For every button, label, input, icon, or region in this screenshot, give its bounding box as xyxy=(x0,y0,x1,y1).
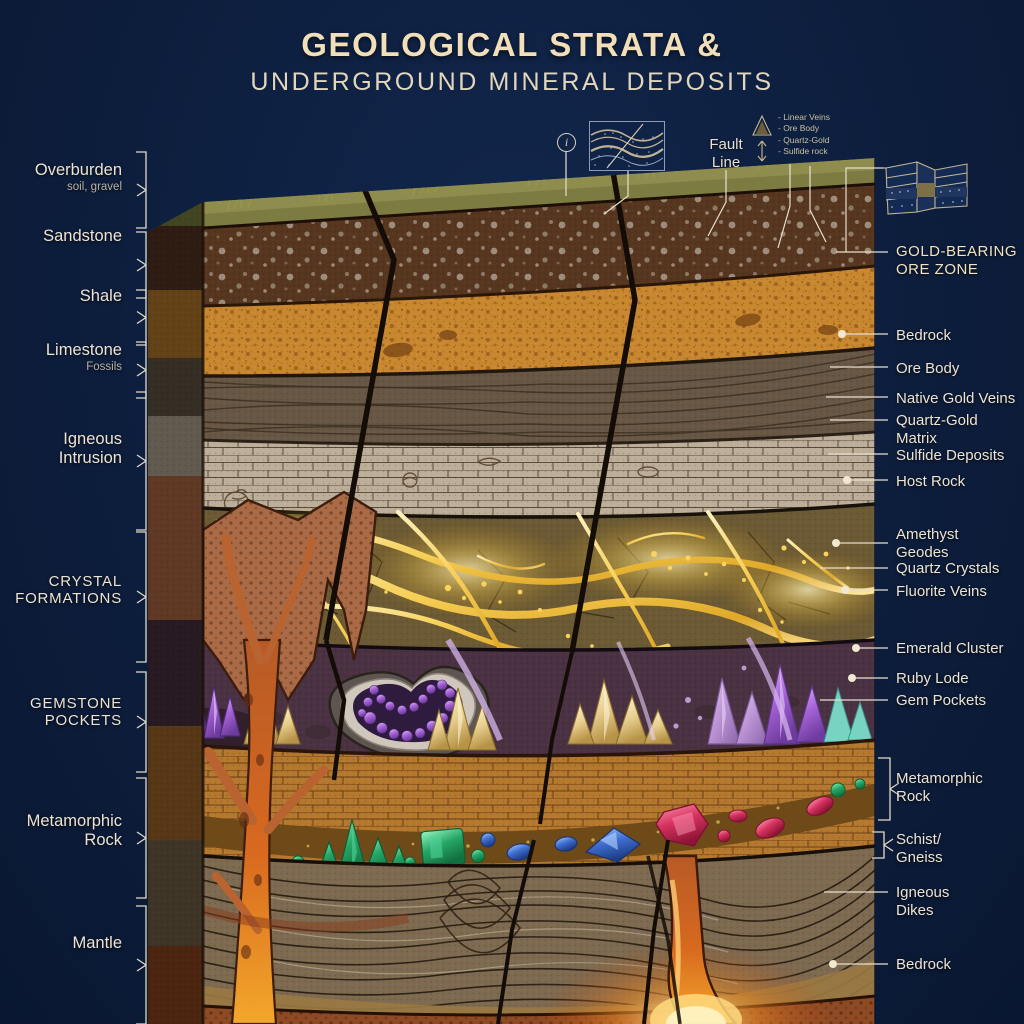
sapphire-gems xyxy=(480,827,642,863)
strata-bracket xyxy=(136,151,147,229)
strata-label-sub: Fossils xyxy=(86,361,122,374)
strata-label-7: Metamorphic Rock xyxy=(27,812,122,850)
feature-label-13: Metamorphic Rock xyxy=(896,770,983,805)
strata-label-title: Metamorphic Rock xyxy=(26,812,122,850)
ruby-lode xyxy=(655,796,834,847)
feature-label-2: Ore Body xyxy=(896,360,960,377)
feature-label-8: Quartz Crystals xyxy=(896,560,1000,577)
feature-label-5: Sulfide Deposits xyxy=(896,447,1005,464)
feature-label-16: Bedrock xyxy=(896,956,952,973)
strata-bracket xyxy=(136,531,147,663)
folded-strata-inset xyxy=(589,121,665,171)
feature-label-3: Native Gold Veins xyxy=(896,390,1016,407)
strata-label-title: Shale xyxy=(79,287,122,305)
feature-label-11: Ruby Lode xyxy=(896,670,969,687)
legend-glyph-group xyxy=(752,114,772,162)
strata-label-2: Shale xyxy=(80,287,122,306)
legend-item: - Sulfide rock xyxy=(778,146,828,157)
feature-label-14: Schist/ Gneiss xyxy=(896,831,943,866)
strata-bracket xyxy=(136,289,147,346)
feature-label-6: Host Rock xyxy=(896,473,966,490)
legend-item: - Ore Body xyxy=(778,123,820,134)
page-title: GEOLOGICAL STRATA & xyxy=(301,26,723,63)
info-icon[interactable]: i xyxy=(557,133,576,152)
title-block: GEOLOGICAL STRATA & UNDERGROUND MINERAL … xyxy=(0,26,1024,97)
strata-label-4: Igneous Intrusion xyxy=(59,430,122,468)
strata-label-sub: soil, gravel xyxy=(67,181,122,194)
magma-conduit xyxy=(538,854,838,1024)
strata-bracket xyxy=(136,777,147,899)
strata-label-title: Sandstone xyxy=(43,227,122,245)
feature-label-10: Emerald Cluster xyxy=(896,640,1004,657)
strata-bracket xyxy=(136,231,147,299)
feature-label-4: Quartz-Gold Matrix xyxy=(896,412,978,447)
strata-label-1: Sandstone xyxy=(43,227,122,246)
fault-block-inset xyxy=(883,161,968,215)
strata-label-title: CRYSTAL FORMATIONS xyxy=(15,573,122,608)
legend: - Linear Veins - Ore Body - Quartz-Gold … xyxy=(752,112,830,162)
strata-label-title: Igneous Intrusion xyxy=(58,430,122,468)
fault-line-label: Fault Line xyxy=(709,136,743,171)
gold-nuggets xyxy=(266,545,850,648)
geological-block-diagram xyxy=(148,140,875,1024)
feature-label-15: Igneous Dikes xyxy=(896,884,950,919)
feature-label-1: Bedrock xyxy=(896,327,952,344)
legend-item: - Quartz-Gold xyxy=(778,134,830,145)
strata-label-title: Limestone xyxy=(45,341,122,359)
fossil-marks xyxy=(223,457,659,515)
feature-label-0: GOLD-BEARING ORE ZONE xyxy=(896,243,1018,278)
amethyst-cluster xyxy=(203,667,268,752)
strata-label-title: Mantle xyxy=(72,934,122,952)
feature-bracket xyxy=(872,831,894,859)
strata-label-5: CRYSTAL FORMATIONS xyxy=(15,573,122,608)
feature-label-12: Gem Pockets xyxy=(896,692,987,709)
gem-pocket-band xyxy=(203,784,875,864)
strata-bracket xyxy=(136,391,147,531)
strata-label-8: Mantle xyxy=(72,934,122,953)
strata-label-title: GEMSTONE POCKETS xyxy=(30,695,122,730)
feature-label-7: Amethyst Geodes xyxy=(896,526,959,561)
strata-label-6: GEMSTONE POCKETS xyxy=(30,695,122,730)
legend-item: - Linear Veins xyxy=(778,112,830,122)
strata-label-0: Overburden soil, gravel xyxy=(35,161,122,194)
strata-bracket xyxy=(136,905,147,1024)
fluorite-veins xyxy=(445,636,873,745)
feature-label-9: Fluorite Veins xyxy=(896,583,987,600)
strata-bracket xyxy=(136,341,147,399)
page-subtitle: UNDERGROUND MINERAL DEPOSITS xyxy=(250,68,774,96)
block-side-face xyxy=(148,202,203,1024)
block-front-face xyxy=(203,158,875,1024)
strata-label-title: Overburden xyxy=(34,161,122,179)
strata-bracket xyxy=(136,671,147,773)
